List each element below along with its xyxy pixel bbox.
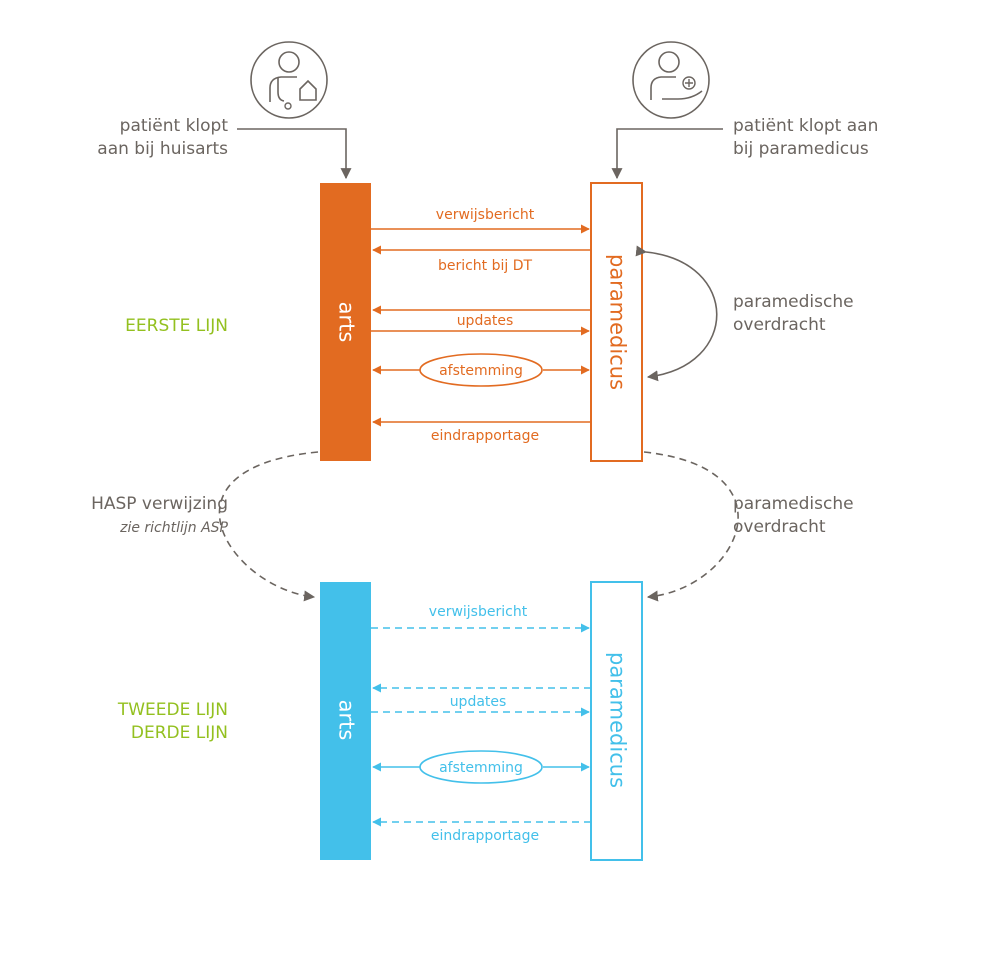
eerste-overdracht-curve [635, 245, 718, 382]
transition-overdracht-line2: overdracht [733, 517, 826, 537]
entry-huisarts-line2: aan bij huisarts [97, 139, 228, 159]
tweede-paramedicus-bar [590, 581, 643, 861]
transition-overdracht-line1: paramedische [733, 494, 854, 514]
entry-arrow-huisarts [237, 128, 352, 180]
entry-huisarts-line1: patiënt klopt [120, 116, 229, 136]
tweede-arts-label: arts [335, 700, 359, 741]
eerste-paramedicus-label: paramedicus [606, 254, 630, 390]
tweede-lijn-label: TWEEDE LIJN [117, 700, 228, 720]
hasp-note: zie richtlijn ASP [119, 520, 228, 536]
entry-paramedicus-line2: bij paramedicus [733, 139, 869, 159]
eerste-arts-bar [320, 183, 371, 461]
eerste-lijn-label: EERSTE LIJN [125, 316, 228, 336]
eerste-overdracht-line2: overdracht [733, 315, 826, 335]
eerste-paramedicus-bar [590, 182, 643, 462]
eerste-overdracht-line1: paramedische [733, 292, 854, 312]
hasp-transition-curve [218, 451, 319, 602]
eerste-afstemming-label: afstemming [439, 363, 523, 379]
derde-lijn-label: DERDE LIJN [131, 723, 228, 743]
eerste-verwijsbericht-label: verwijsbericht [436, 207, 535, 223]
tweede-eindrapportage-label: eindrapportage [431, 828, 539, 844]
tweede-arts-bar [320, 582, 371, 860]
eerste-eindrapportage-label: eindrapportage [431, 428, 539, 444]
eerste-updates-label: updates [457, 313, 514, 329]
eerste-afstemming-ellipse [419, 353, 543, 387]
eerste-arts-label: arts [335, 302, 359, 343]
entry-paramedicus-line1: patiënt klopt aan [733, 116, 878, 136]
tweede-paramedicus-label: paramedicus [606, 652, 630, 788]
eerste-bericht-dt-label: bericht bij DT [438, 258, 533, 274]
entry-arrow-paramedicus [611, 128, 723, 180]
doctor-home-icon [250, 41, 328, 119]
tweede-verwijsbericht-label: verwijsbericht [429, 604, 528, 620]
tweede-updates-label: updates [450, 694, 507, 710]
tweede-afstemming-label: afstemming [439, 760, 523, 776]
hasp-label: HASP verwijzing [91, 494, 228, 514]
overdracht-transition-curve [643, 451, 739, 602]
caregiver-hand-icon [632, 41, 710, 119]
tweede-afstemming-ellipse [419, 750, 543, 784]
